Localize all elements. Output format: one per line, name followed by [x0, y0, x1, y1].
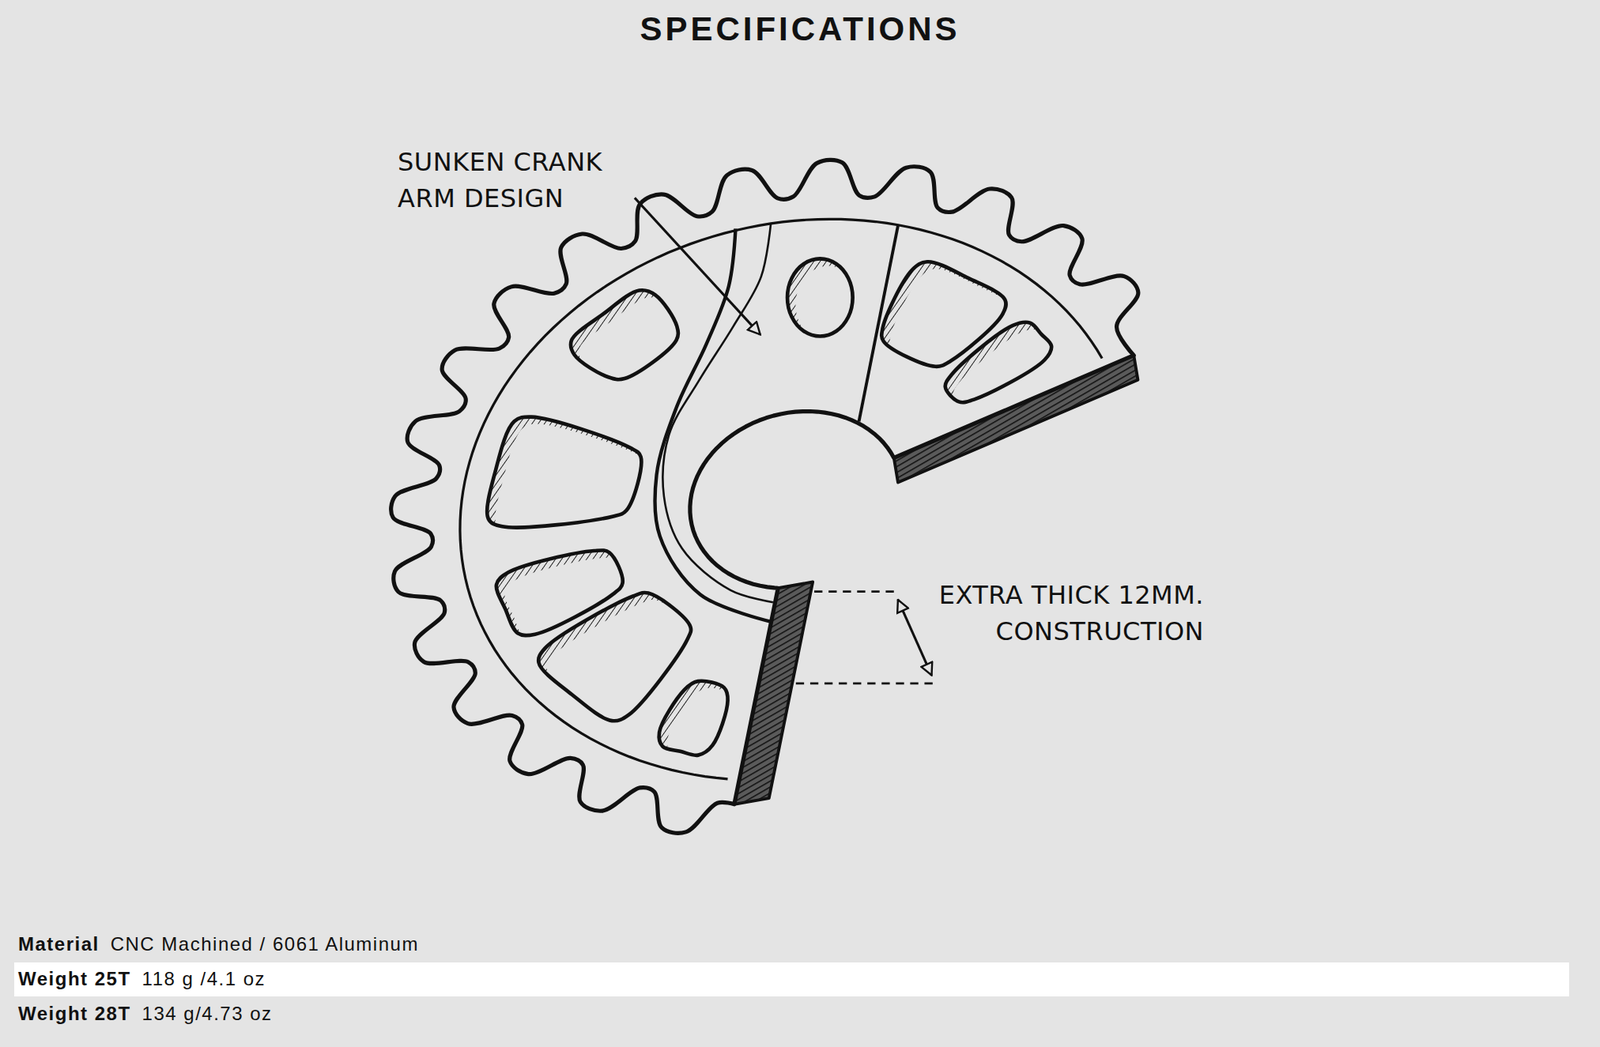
window-cutout	[570, 290, 687, 387]
spec-value: CNC Machined / 6061 Aluminum	[110, 933, 419, 956]
label-holder: SUNKEN CRANK ARM DESIGN	[397, 143, 635, 217]
spec-key: Material	[18, 933, 100, 956]
crank-arm	[654, 223, 899, 623]
window-outline	[538, 592, 691, 721]
label-holder: Weight 28T	[18, 1003, 132, 1026]
window-outline	[787, 258, 853, 336]
window-outline	[659, 681, 729, 756]
window-shade	[486, 417, 650, 536]
dimension-line	[796, 682, 934, 685]
page-title: SPECIFICATIONS	[639, 9, 960, 50]
window-floor	[494, 424, 650, 536]
label-holder: Material	[18, 933, 100, 956]
callout-lines	[634, 197, 934, 684]
window-shade	[945, 322, 1061, 411]
window-cutout	[945, 322, 1061, 411]
spec-key: Weight 25T	[18, 968, 132, 991]
spec-value: 118 g /4.1 oz	[142, 968, 267, 991]
window-cutout	[486, 417, 650, 536]
chainring-sketch	[391, 159, 1139, 834]
label-holder: 118 g /4.1 oz	[142, 968, 267, 991]
seam-line	[859, 225, 899, 423]
callout-label: SUNKEN CRANK ARM DESIGN	[397, 143, 635, 217]
label-holder: CNC Machined / 6061 Aluminum	[110, 933, 419, 956]
callout-label: EXTRA THICK 12MM. CONSTRUCTION	[915, 577, 1204, 650]
window-floor	[953, 329, 1060, 410]
row-band	[14, 962, 1570, 997]
leader-arrow	[634, 197, 761, 335]
chainring-outline	[391, 159, 1139, 834]
window-shade	[570, 290, 687, 387]
windows	[486, 258, 1060, 763]
window-shade	[787, 258, 861, 344]
window-outline	[486, 417, 642, 529]
window-outline	[945, 322, 1052, 403]
spec-value: 134 g/4.73 oz	[142, 1003, 273, 1026]
window-cutout	[787, 258, 861, 344]
window-cutout	[659, 681, 736, 763]
spec-key: Weight 28T	[18, 1003, 132, 1026]
window-outline	[570, 290, 679, 380]
label-holder: Weight 25T	[18, 968, 132, 991]
dimension-arrow	[898, 600, 933, 676]
ring-body	[391, 159, 1139, 834]
label-holder: 134 g/4.73 oz	[142, 1003, 273, 1026]
ring-line	[460, 218, 1102, 780]
window-shade	[659, 681, 736, 763]
dimension-line	[814, 590, 899, 593]
title-holder: SPECIFICATIONS	[0, 9, 1600, 50]
label-holder: EXTRA THICK 12MM. CONSTRUCTION	[915, 577, 1204, 650]
arm-edge	[663, 223, 774, 603]
